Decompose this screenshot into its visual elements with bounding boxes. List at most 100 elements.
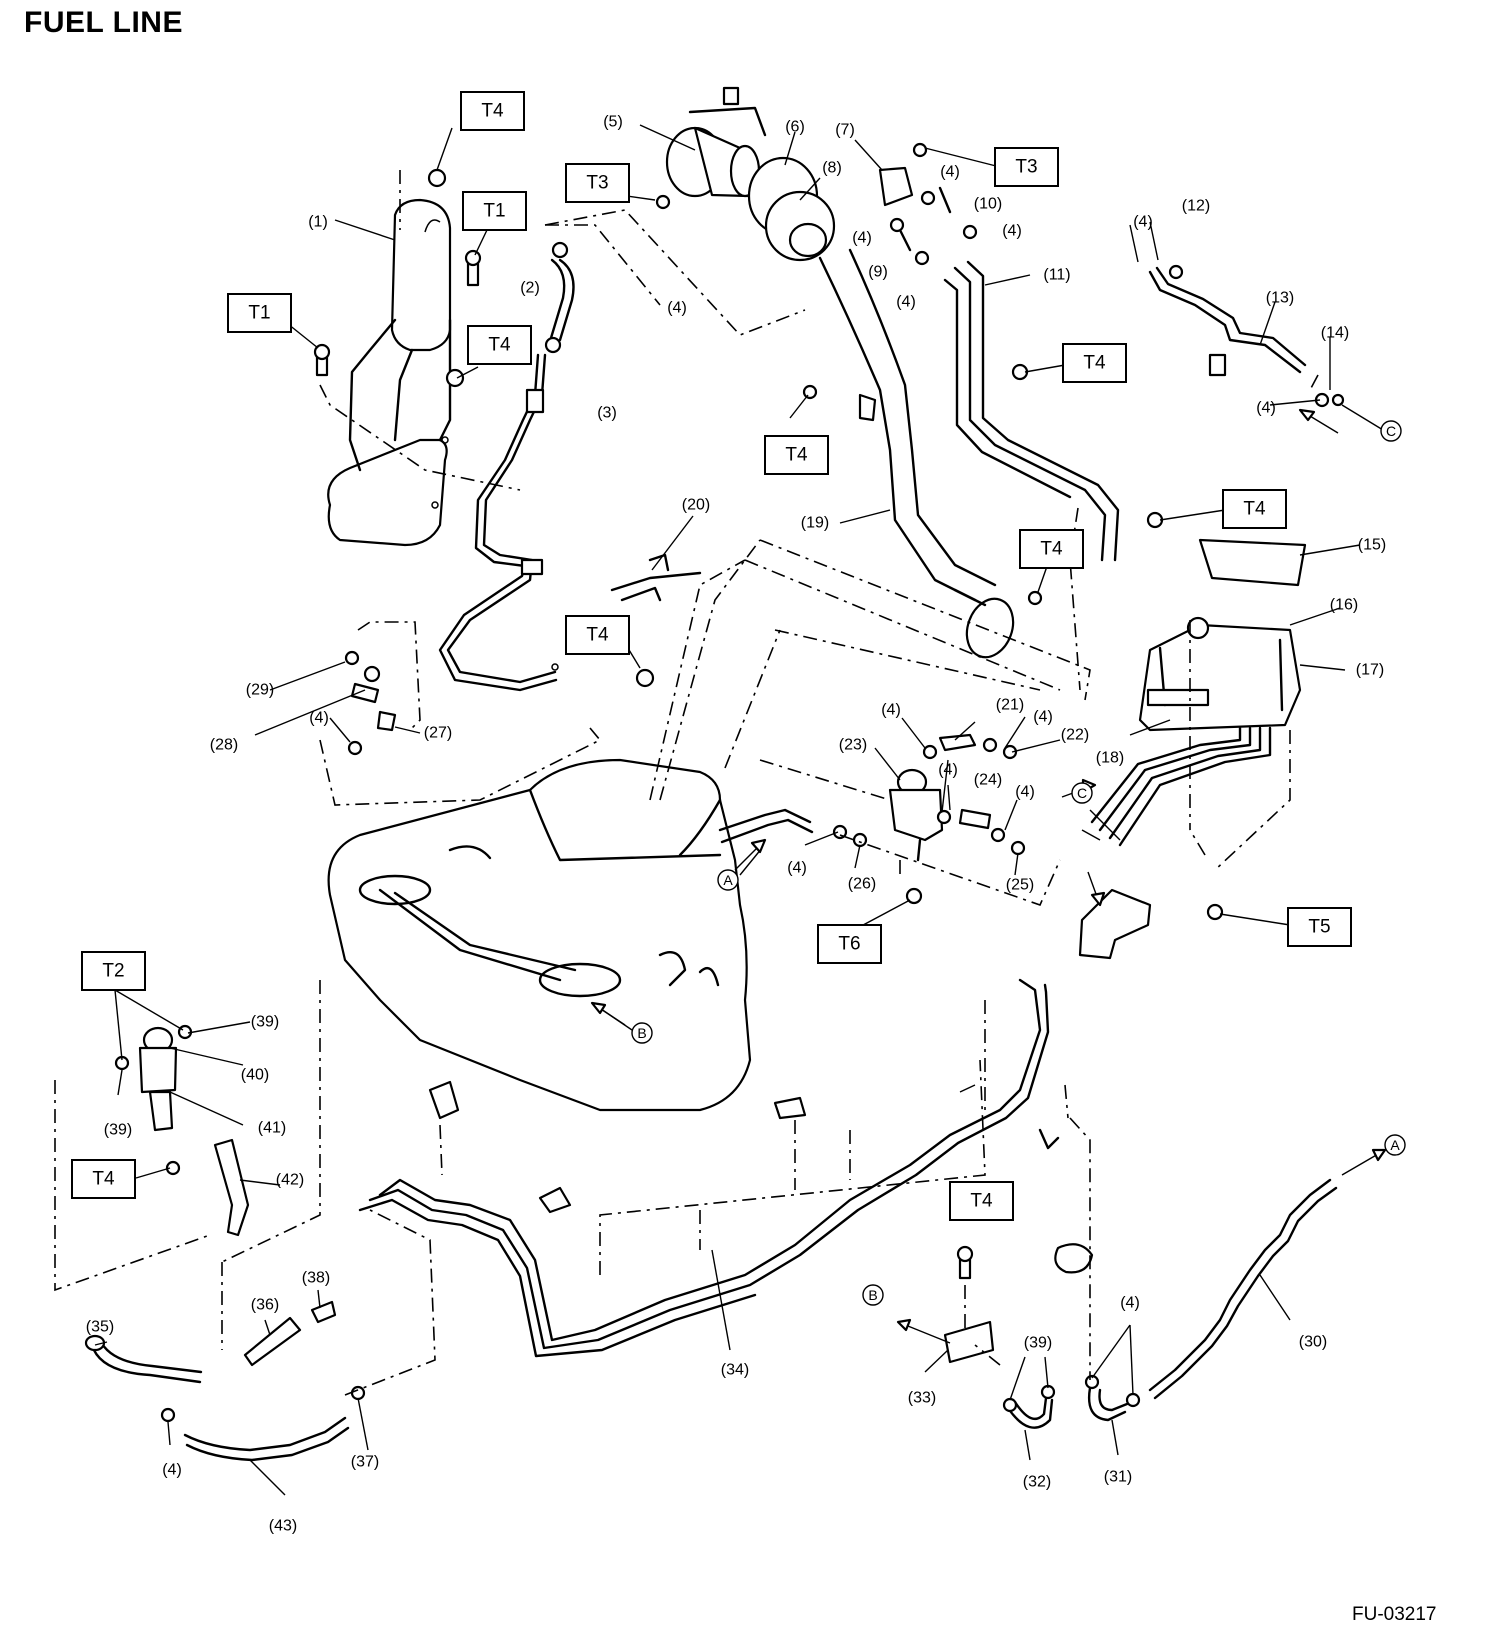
grommet <box>1054 1243 1094 1274</box>
torque-label-text: T4 <box>970 1191 993 1212</box>
torque-label-text: T2 <box>102 961 124 982</box>
part-callout: (4) <box>309 710 329 727</box>
part-callout: (14) <box>1321 325 1349 342</box>
pressure-regulator <box>138 1026 250 1237</box>
part-callout: (26) <box>848 876 876 893</box>
clip-mid <box>773 1096 807 1120</box>
connector-38 <box>310 1300 337 1324</box>
part-callout: (41) <box>258 1120 286 1137</box>
part-callout: (7) <box>835 122 855 139</box>
torque-label: T2 <box>81 951 146 991</box>
leader-lines <box>94 124 1389 1496</box>
part-callout: (4) <box>1033 709 1053 726</box>
part-callout: (13) <box>1266 290 1294 307</box>
torque-label-text: T3 <box>586 173 608 194</box>
part-callout: (4) <box>162 1462 182 1479</box>
part-callout: (28) <box>210 737 238 754</box>
part-callout: (17) <box>1356 662 1384 679</box>
part-callout: (10) <box>974 196 1002 213</box>
part-callout: (4) <box>787 860 807 877</box>
torque-label-text: T5 <box>1308 917 1330 938</box>
clamps <box>114 190 1345 1423</box>
evaporation-pipe <box>438 353 559 692</box>
bracket-33 <box>943 1320 995 1364</box>
torque-label: T4 <box>467 325 532 365</box>
part-callout: (6) <box>785 119 805 136</box>
part-callout: (3) <box>597 405 617 422</box>
part-callout: (23) <box>839 737 867 754</box>
torque-label: T4 <box>1019 529 1084 569</box>
part-callout: (4) <box>938 762 958 779</box>
torque-label-text: T4 <box>1040 539 1063 560</box>
part-callout: (35) <box>86 1319 114 1336</box>
torque-label: T6 <box>817 924 882 964</box>
reference-mark-c: C <box>1380 420 1402 442</box>
hose-30-b <box>1153 1186 1338 1400</box>
part-callout: (4) <box>667 300 687 317</box>
bracket-7 <box>878 166 914 207</box>
part-callout: (39) <box>1024 1335 1052 1352</box>
filler-neck-cap <box>665 86 767 198</box>
part-callout: (38) <box>302 1270 330 1287</box>
part-callouts: (1) (2) (3) (4) (5) (6) (7) (8) (4) (10)… <box>86 114 1386 1535</box>
dashed-assembly-lines <box>54 170 1319 1396</box>
bracket-upper <box>428 1080 460 1120</box>
torque-label: T4 <box>565 615 630 655</box>
reference-mark-text: B <box>868 1287 877 1303</box>
torque-label-text: T4 <box>488 335 511 356</box>
reference-mark-a: A <box>717 869 739 891</box>
pipe-13 <box>1148 266 1307 377</box>
torque-label: T4 <box>1062 343 1127 383</box>
part-callout: (36) <box>251 1297 279 1314</box>
part-callout: (4) <box>940 164 960 181</box>
reference-mark-text: A <box>1390 1137 1400 1153</box>
canister-pipes <box>1090 726 1272 847</box>
part-callout: (1) <box>308 214 328 231</box>
reference-mark-b: B <box>862 1284 884 1306</box>
part-callout: (4) <box>1002 223 1022 240</box>
filler-pipe-protector <box>327 198 452 547</box>
clip-20 <box>610 553 702 602</box>
part-callout: (29) <box>246 682 274 699</box>
part-callout: (4) <box>1133 214 1153 231</box>
torque-label: T4 <box>71 1159 136 1199</box>
torque-label: T5 <box>1287 907 1352 947</box>
torque-label-text: T1 <box>483 201 505 222</box>
part-callout: (15) <box>1358 537 1386 554</box>
part-callout: (20) <box>682 497 710 514</box>
purge-valve <box>888 768 944 862</box>
hose-36 <box>243 1316 302 1367</box>
hose-43-b <box>185 1426 350 1462</box>
hose-32 <box>1006 1398 1054 1429</box>
part-callout: (43) <box>269 1518 297 1535</box>
reference-marks: C C A B A B <box>631 420 1406 1306</box>
hose-32-b <box>1013 1396 1048 1421</box>
clip-lower <box>538 1186 572 1214</box>
fuel-tank <box>327 758 752 1112</box>
torque-label: T4 <box>764 435 829 475</box>
part-callout: (22) <box>1061 727 1089 744</box>
breather-pipes <box>943 260 1120 562</box>
part-callout: (12) <box>1182 198 1210 215</box>
part-callout: (4) <box>896 294 916 311</box>
part-callout: (8) <box>822 160 842 177</box>
reference-mark-text: A <box>723 872 733 888</box>
hose-9 <box>898 228 912 252</box>
reference-mark-text: B <box>637 1025 646 1041</box>
canister-assembly <box>1138 538 1307 732</box>
part-callout: (39) <box>251 1014 279 1031</box>
torque-label-text: T4 <box>1083 353 1106 374</box>
torque-label: T4 <box>949 1181 1014 1221</box>
filler-ring <box>747 156 836 262</box>
fasteners <box>165 142 1224 1280</box>
part-callout: (42) <box>276 1172 304 1189</box>
clip-right <box>1038 1128 1060 1150</box>
part-drawings <box>54 86 1389 1496</box>
part-callout: (37) <box>351 1454 379 1471</box>
torque-label-text: T3 <box>1015 157 1037 178</box>
part-callout: (5) <box>603 114 623 131</box>
part-callout: (39) <box>104 1122 132 1139</box>
part-callout: (19) <box>801 515 829 532</box>
part-callout: (16) <box>1330 597 1358 614</box>
